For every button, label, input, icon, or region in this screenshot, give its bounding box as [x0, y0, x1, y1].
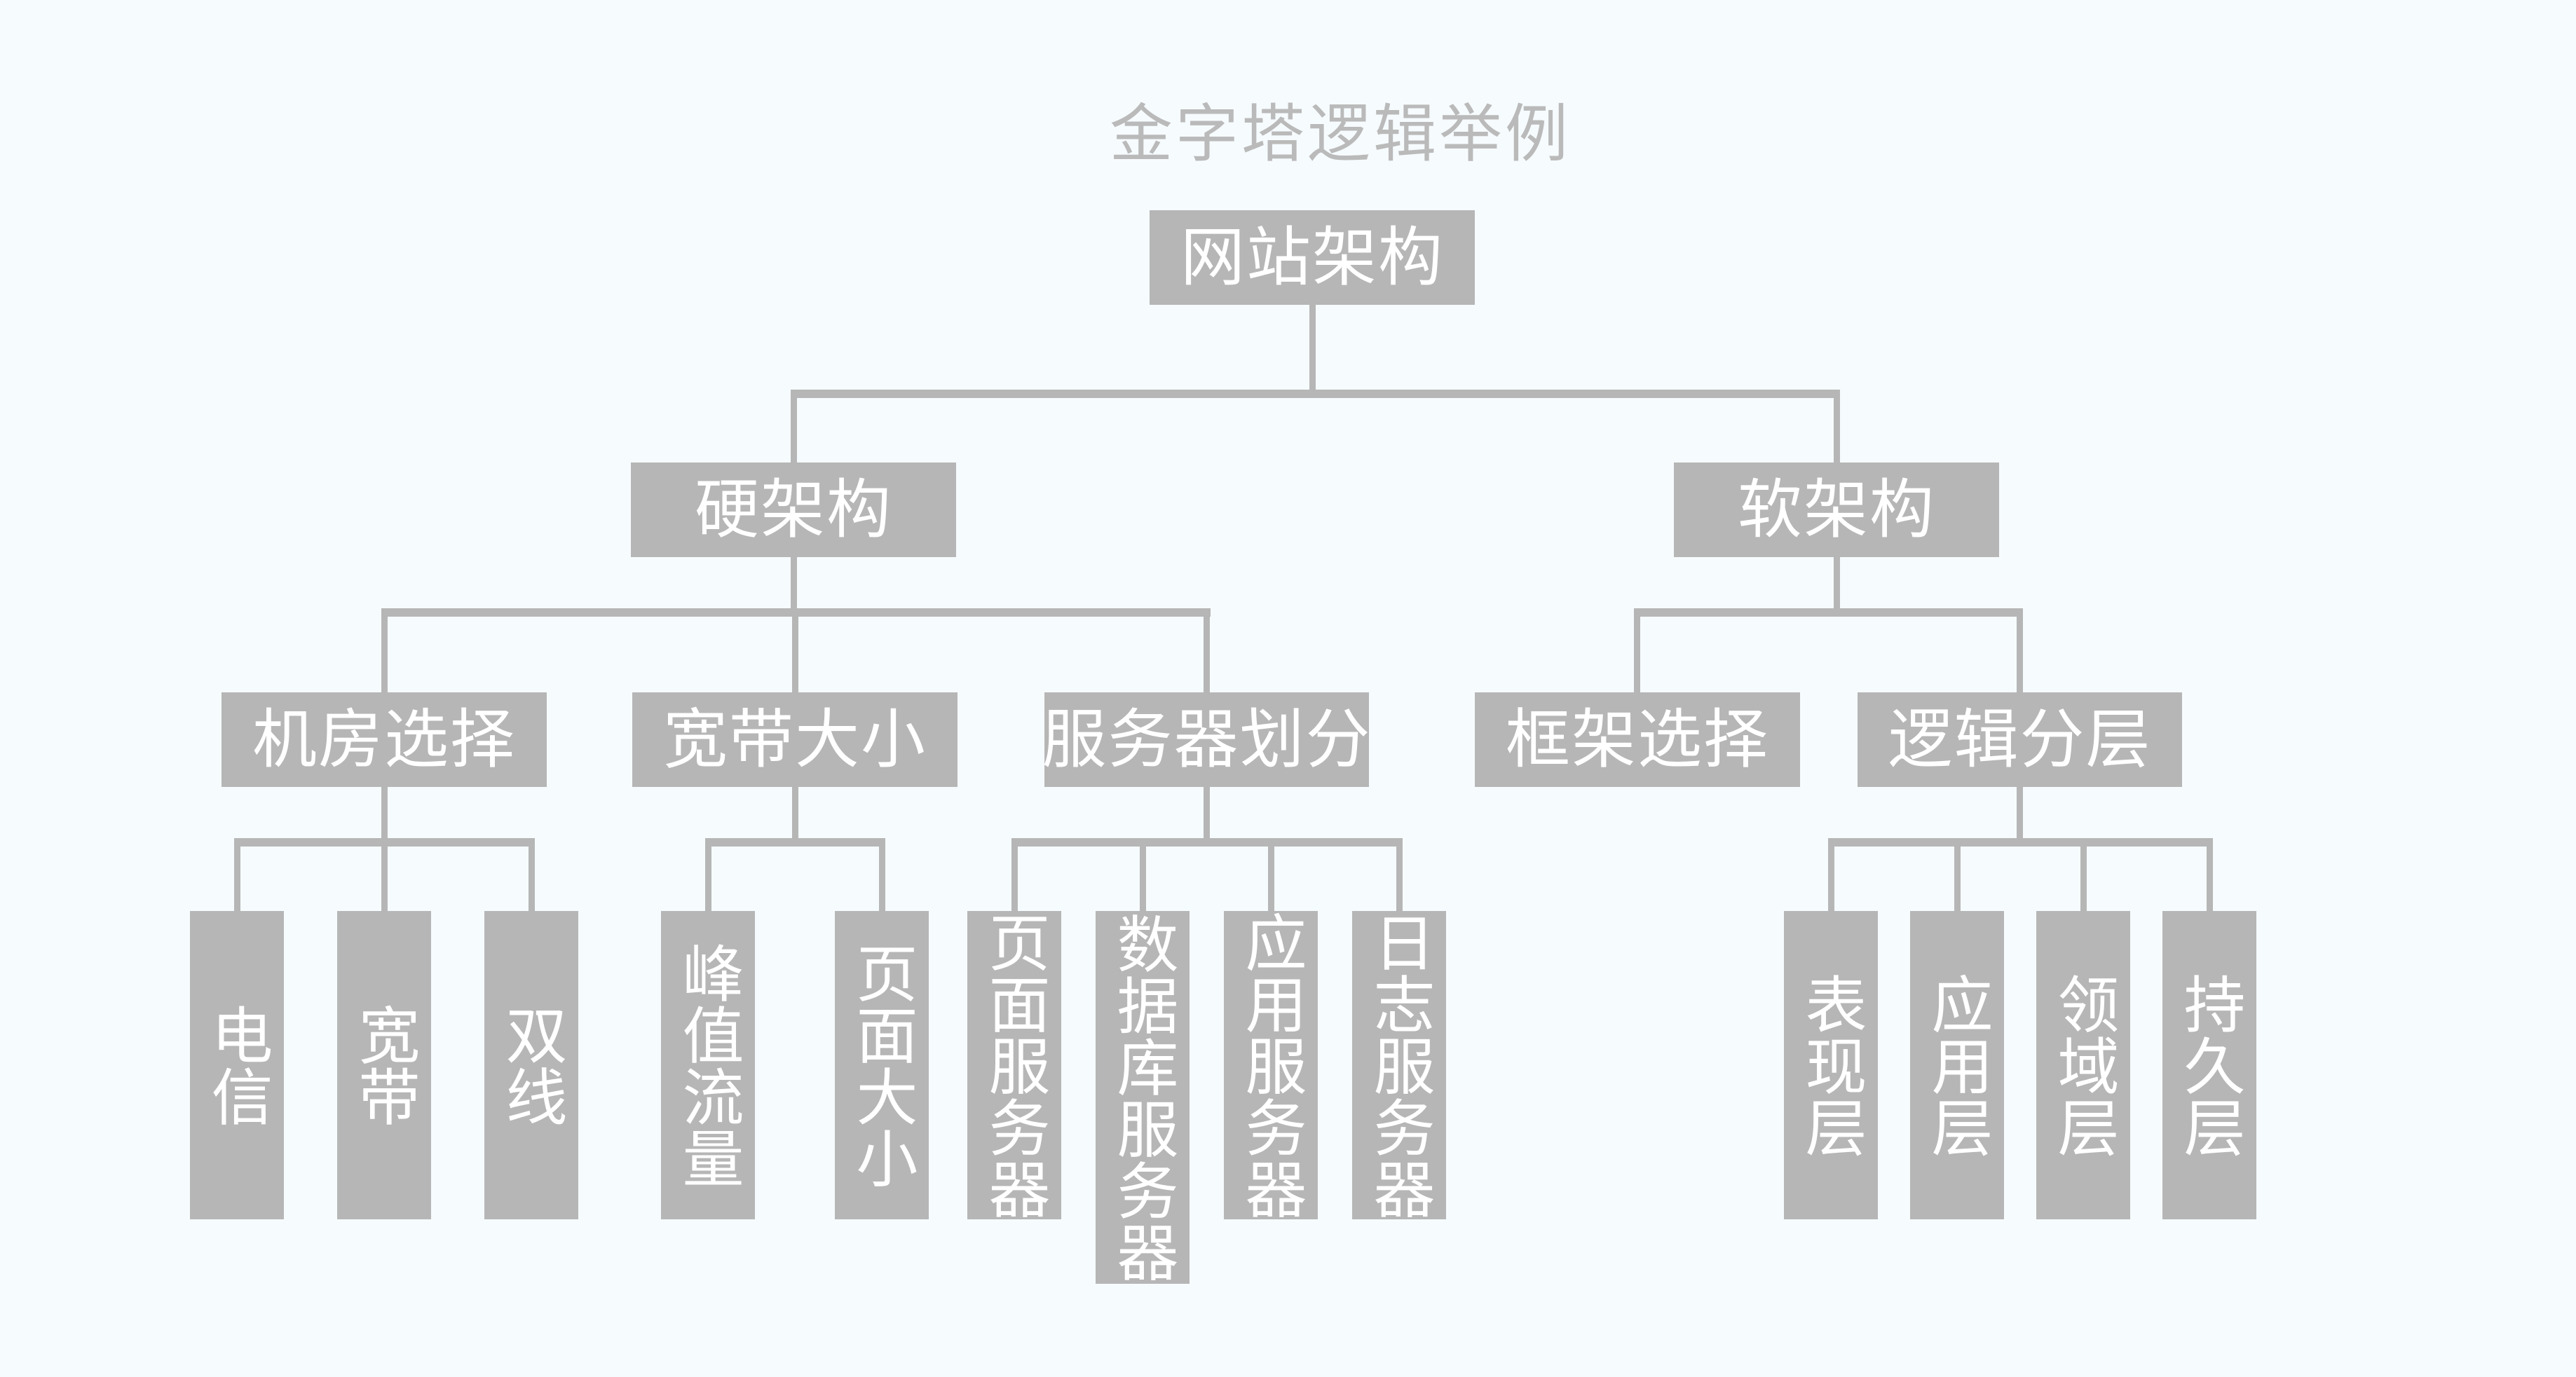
node-app-server: 应用服务器	[1224, 911, 1318, 1219]
edge-to-database-server	[1140, 838, 1146, 911]
node-log-server: 日志服务器	[1352, 911, 1446, 1219]
node-broadband: 宽带	[337, 911, 431, 1219]
node-hard-architecture: 硬架构	[631, 463, 956, 557]
node-page-size: 页面大小	[835, 911, 929, 1219]
node-dual-line: 双线	[484, 911, 578, 1219]
node-application-layer: 应用层	[1910, 911, 2004, 1219]
edge-rail-bandwidth-children	[705, 838, 885, 847]
node-presentation-layer: 表现层	[1784, 911, 1878, 1219]
node-server-division: 服务器划分	[1042, 692, 1370, 787]
edge-to-page-server	[1011, 838, 1018, 911]
edge-to-bandwidth-size	[792, 608, 798, 692]
edge-rail-soft-children	[1634, 608, 2022, 617]
node-peak-traffic: 峰值流量	[661, 911, 755, 1219]
edge-to-domain-layer	[2080, 838, 2087, 911]
edge-to-presentation-layer	[1828, 838, 1834, 911]
edge-to-persistence-layer	[2207, 838, 2213, 911]
edge-rail-root-children	[791, 390, 1840, 398]
edge-to-logic-layering	[2017, 608, 2023, 692]
edge-server-room-selection-down	[381, 787, 388, 847]
edge-to-log-server	[1396, 838, 1403, 911]
edge-bandwidth-size-down	[792, 787, 798, 847]
edge-to-telecom	[234, 838, 240, 911]
node-logic-layering: 逻辑分层	[1858, 692, 2182, 787]
node-telecom: 电信	[190, 911, 284, 1219]
node-page-server: 页面服务器	[967, 911, 1061, 1219]
edge-soft-architecture-down	[1834, 557, 1840, 617]
edge-to-hard-architecture	[791, 390, 797, 463]
edge-rail-logic-layering-children	[1828, 838, 2213, 847]
edge-to-app-server	[1268, 838, 1274, 911]
node-domain-layer: 领域层	[2036, 911, 2130, 1219]
diagram-title: 金字塔逻辑举例	[1110, 100, 1571, 170]
edge-to-dual-line	[529, 838, 535, 911]
edge-to-framework-selection	[1634, 608, 1640, 692]
edge-logic-layering-down	[2017, 787, 2023, 847]
edge-hard-architecture-down	[791, 557, 797, 617]
edge-to-peak-traffic	[705, 838, 711, 911]
node-persistence-layer: 持久层	[2162, 911, 2256, 1219]
edge-to-broadband	[381, 838, 388, 911]
edge-server-division-down	[1204, 787, 1210, 847]
edge-to-soft-architecture	[1834, 390, 1840, 463]
edge-rail-server-division-children	[1011, 838, 1403, 847]
node-bandwidth-size: 宽带大小	[632, 692, 958, 787]
edge-to-server-room-selection	[381, 608, 388, 692]
edge-to-page-size	[879, 838, 885, 911]
node-soft-architecture: 软架构	[1674, 463, 1999, 557]
node-server-room-selection: 机房选择	[222, 692, 547, 787]
edge-to-application-layer	[1954, 838, 1961, 911]
node-database-server: 数据库服务器	[1096, 911, 1190, 1284]
edge-to-server-division	[1204, 608, 1210, 692]
edge-root-down	[1309, 305, 1316, 398]
node-website-architecture: 网站架构	[1150, 210, 1475, 305]
node-framework-selection: 框架选择	[1475, 692, 1800, 787]
